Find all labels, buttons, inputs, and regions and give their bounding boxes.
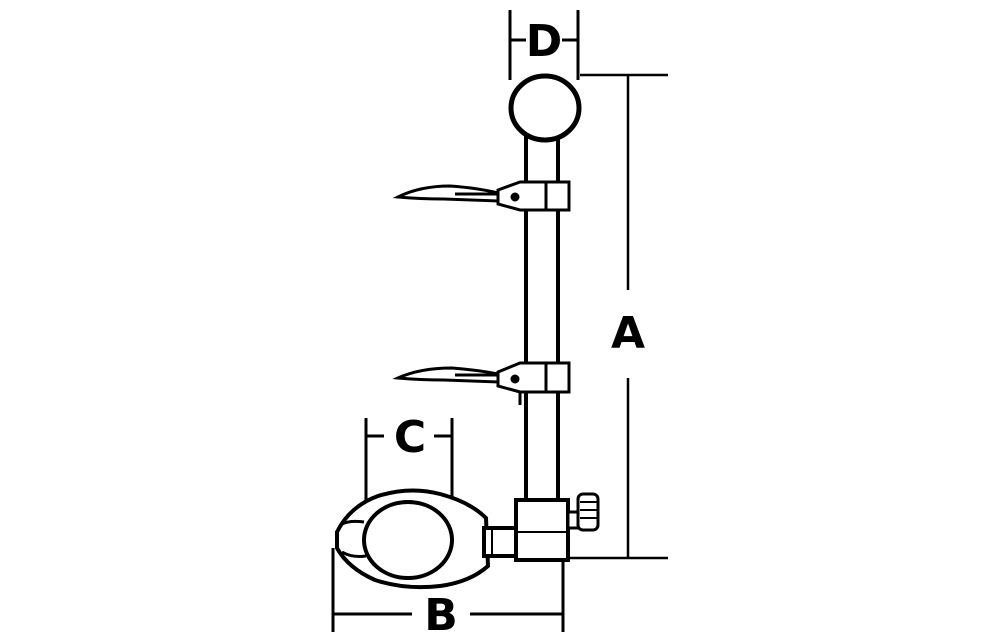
top-ball <box>508 73 582 143</box>
rail-clamp-ring <box>362 500 454 580</box>
dimension-c-label: C <box>394 412 426 463</box>
rail-clamp <box>335 488 491 590</box>
dimension-d-label: D <box>526 16 563 67</box>
dimension-c <box>364 418 454 500</box>
line-clip-upper <box>392 180 571 212</box>
line-clip-upper-pin <box>510 192 520 202</box>
line-clip-lower <box>392 361 571 405</box>
rail-clamp-jaw-top <box>341 519 365 526</box>
line-clip-lower-pin <box>510 374 520 384</box>
line-clip-upper-body <box>496 180 554 212</box>
dimension-b-label: B <box>424 590 458 640</box>
dimension-a <box>568 73 668 560</box>
rail-clamp-jaw-bottom <box>341 550 367 558</box>
line-clip-lower-body <box>496 361 554 394</box>
line-clip-lower-band <box>544 361 571 394</box>
line-clip-upper-band <box>544 180 571 212</box>
dimension-a-label: A <box>611 308 645 359</box>
thumb-screw-head <box>576 492 600 532</box>
base-block <box>514 498 570 562</box>
dimension-b <box>331 548 565 632</box>
dimension-d <box>508 10 580 80</box>
thumb-screw <box>566 492 600 532</box>
